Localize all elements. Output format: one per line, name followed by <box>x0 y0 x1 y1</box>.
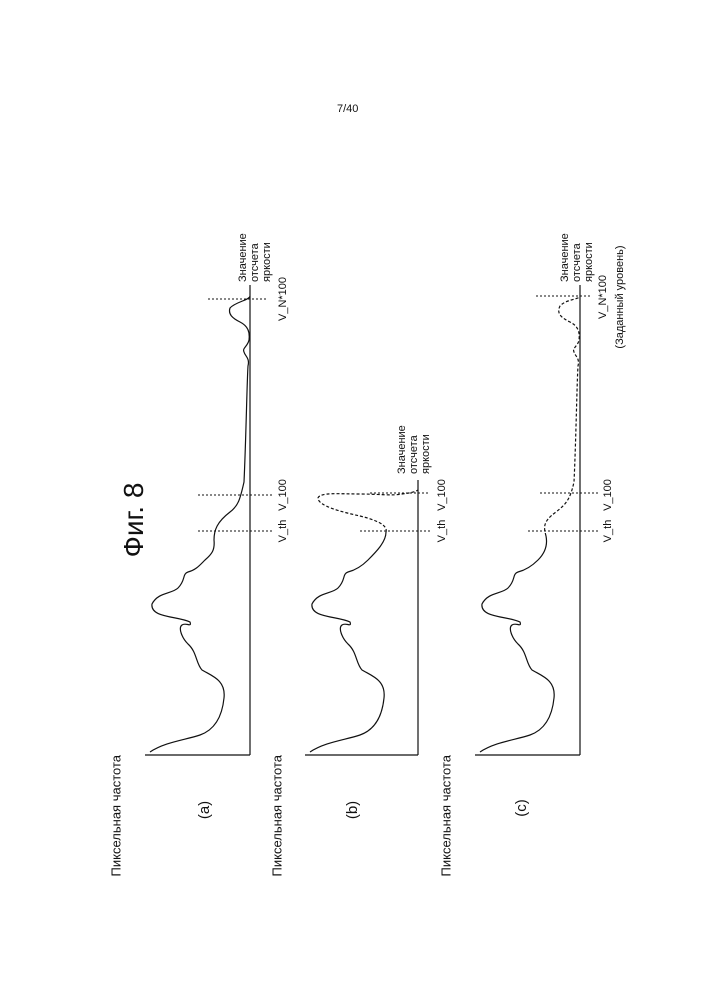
panel-c-x-label-1: Значение <box>559 233 571 282</box>
panel-b-curve-dashed <box>318 490 418 532</box>
panel-b-x-label-2: отсчета <box>408 434 420 474</box>
panel-c-vth-label: V_th <box>602 520 614 543</box>
panel-a-x-label-1: Значение <box>237 233 249 282</box>
panel-c-y-label: Пиксельная частота <box>438 754 453 876</box>
panel-b-y-label: Пиксельная частота <box>269 754 284 876</box>
panel-a-x-label-3: яркости <box>261 242 273 282</box>
panel-a-v100-label: V_100 <box>277 479 289 511</box>
panel-c-curve-dashed <box>545 297 580 536</box>
panel-c-curve-solid <box>480 536 554 752</box>
panel-c-label: (c) <box>513 799 530 817</box>
panel-a-vth-label: V_th <box>277 520 289 543</box>
panel-c: Пиксельная частота (c) V_th V_100 V_N*10… <box>438 233 625 876</box>
panel-a-curve <box>150 296 250 752</box>
panel-b-x-label-3: яркости <box>420 434 432 474</box>
panel-c-preset-level-label: (Заданный уровень) <box>614 245 626 348</box>
panel-b: Пиксельная частота (b) V_th V_100 Значен… <box>269 425 447 876</box>
panel-c-x-label-3: яркости <box>583 242 595 282</box>
panel-b-vth-label: V_th <box>436 520 448 543</box>
panel-c-vn100-label: V_N*100 <box>597 275 609 319</box>
panel-a-x-label-2: отсчета <box>249 242 261 282</box>
panel-b-x-label-1: Значение <box>396 425 408 474</box>
panel-b-label: (b) <box>344 801 361 819</box>
panel-c-x-label-2: отсчета <box>571 242 583 282</box>
panel-a-y-label: Пиксельная частота <box>108 754 123 876</box>
panel-a-label: (a) <box>196 801 213 819</box>
panel-b-v100-label: V_100 <box>436 479 448 511</box>
panel-c-v100-label: V_100 <box>602 479 614 511</box>
panel-b-curve-solid <box>310 532 386 752</box>
panel-a-vn100-label: V_N*100 <box>277 277 289 321</box>
figure-title: Фиг. 8 <box>118 483 149 558</box>
